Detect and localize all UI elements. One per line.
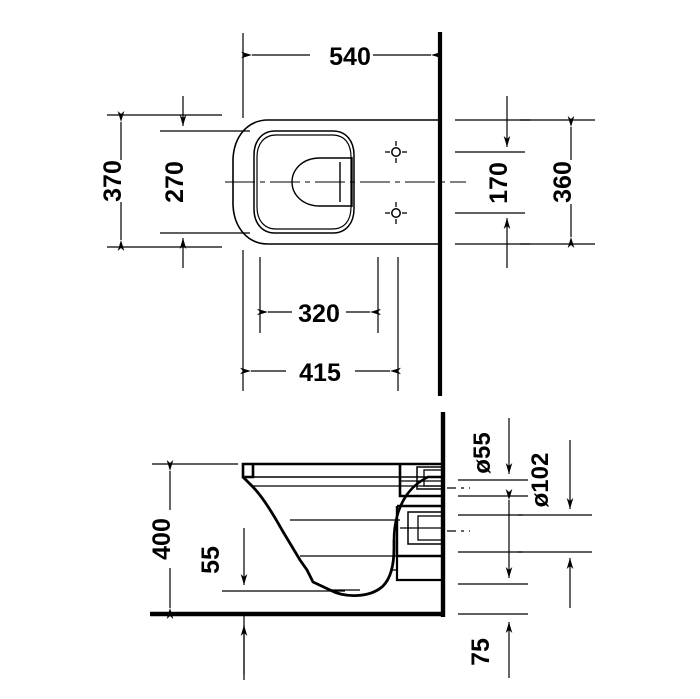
dim-label-55: 55 bbox=[197, 546, 225, 574]
dim-label-320: 320 bbox=[298, 300, 340, 328]
seat-ring-outer bbox=[253, 130, 355, 234]
dimension-270 bbox=[160, 96, 250, 268]
dim-label-400: 400 bbox=[148, 518, 176, 560]
mounting-hole-lower bbox=[385, 202, 407, 224]
dimension-75 bbox=[458, 613, 528, 678]
dim-label-370: 370 bbox=[99, 160, 127, 202]
dim-label-540: 540 bbox=[329, 43, 371, 71]
seat-ring-inner bbox=[256, 134, 352, 230]
dim-label-diameter-55: ø55 bbox=[469, 432, 496, 473]
outlet-connector-group bbox=[390, 504, 444, 582]
dim-label-360: 360 bbox=[549, 161, 577, 203]
dimension-170 bbox=[455, 96, 530, 268]
dim-label-415: 415 bbox=[299, 359, 341, 387]
dimension-diameter-55 bbox=[458, 418, 528, 585]
dimension-55-height bbox=[222, 528, 345, 680]
dimension-540 bbox=[241, 33, 442, 118]
dim-label-270: 270 bbox=[161, 161, 189, 203]
dimension-370 bbox=[107, 111, 222, 251]
dim-label-170: 170 bbox=[485, 162, 513, 204]
dimension-360 bbox=[520, 116, 595, 248]
top-view-group bbox=[225, 32, 466, 396]
dimension-400 bbox=[152, 460, 238, 619]
dimension-415 bbox=[240, 250, 401, 391]
dimension-diameter-102 bbox=[518, 440, 592, 608]
bowl-front-profile bbox=[242, 476, 331, 592]
dimension-320 bbox=[257, 257, 381, 333]
dim-label-75: 75 bbox=[467, 638, 495, 666]
dim-label-diameter-102: ø102 bbox=[527, 453, 554, 508]
mounting-hole-upper bbox=[385, 141, 407, 163]
inlet-connector-group bbox=[398, 464, 444, 498]
side-view-group bbox=[150, 412, 470, 617]
